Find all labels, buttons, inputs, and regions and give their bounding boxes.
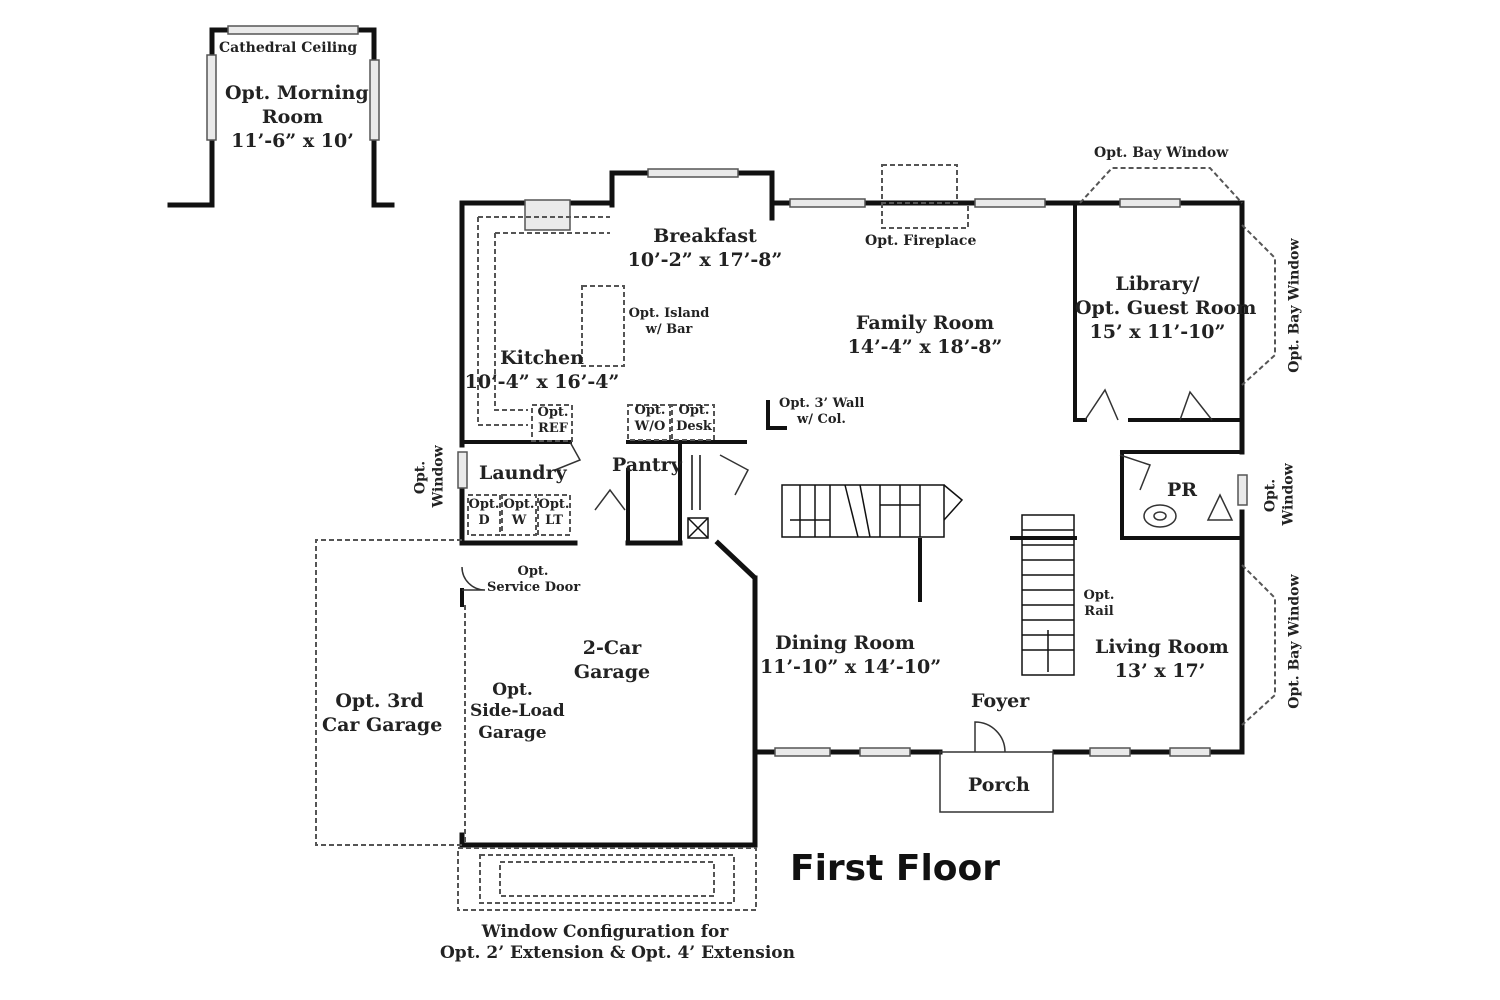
living-room-label: Living Room 13’ x 17’	[1095, 636, 1229, 684]
desk-option-line1: Opt.	[678, 403, 710, 418]
island-option-line2: w/ Bar	[645, 322, 693, 338]
porch-outline	[939, 751, 1054, 813]
page-title: First Floor	[790, 848, 1001, 889]
laundry-window-label: Opt. Window	[412, 445, 448, 508]
dining-room-name: Dining Room	[775, 632, 915, 654]
side-load-line2: Side-Load	[470, 701, 565, 722]
service-door-option-label: Opt. Service Door	[487, 564, 581, 597]
pr-window-line2: Window	[1280, 463, 1296, 526]
library-name-line1: Library/	[1115, 273, 1200, 295]
living-room-dims: 13’ x 17’	[1114, 659, 1206, 682]
garage-name-line1: 2-Car	[582, 637, 642, 659]
morning-room-dims: 11’-6” x 10’	[231, 129, 354, 152]
bay-window-library-label: Opt. Bay Window	[1286, 238, 1303, 373]
morning-room-name-line1: Opt. Morning	[225, 82, 369, 104]
desk-option-line2: Desk	[676, 419, 712, 435]
pr-window-label: Opt. Window	[1262, 463, 1298, 526]
powder-room-fixtures	[1143, 493, 1234, 528]
laundry-tub-option-label: Opt. LT	[538, 497, 570, 530]
wall-option-label: Opt. 3’ Wall w/ Col.	[779, 396, 864, 429]
library-label: Library/ Opt. Guest Room 15’ x 11’-10”	[1075, 273, 1257, 344]
wall-option-line1: Opt. 3’ Wall	[779, 396, 865, 411]
family-room-name: Family Room	[855, 312, 995, 334]
optional-outlines	[315, 164, 1276, 911]
laundry-tub-option-line1: Opt.	[538, 497, 570, 512]
dryer-option-line2: D	[478, 513, 490, 529]
ref-option-line2: REF	[538, 421, 568, 437]
windows	[206, 25, 1248, 757]
kitchen-label: Kitchen 10’-4” x 16’-4”	[462, 347, 622, 395]
dryer-option-label: Opt. D	[468, 497, 500, 530]
service-door-option-line2: Service Door	[487, 580, 581, 596]
service-door-option-line1: Opt.	[517, 564, 549, 579]
garage-name-line2: Garage	[573, 660, 651, 683]
third-garage-name-line1: Opt. 3rd	[335, 690, 424, 712]
wo-option-line1: Opt.	[634, 403, 666, 418]
morning-room-name-line2: Room	[261, 105, 324, 128]
third-garage-label: Opt. 3rd Car Garage	[322, 690, 443, 738]
side-load-line3: Garage	[478, 722, 547, 743]
stairs	[687, 455, 1075, 676]
foyer-label: Foyer	[971, 690, 1030, 712]
window-config-line1: Window Configuration for	[481, 922, 729, 942]
porch-label: Porch	[968, 774, 1030, 796]
ref-option-line1: Opt.	[537, 405, 569, 420]
dryer-option-line1: Opt.	[468, 497, 500, 512]
morning-room-ceiling-note: Cathedral Ceiling	[219, 40, 358, 56]
side-load-garage-label: Opt. Side-Load Garage	[470, 680, 565, 744]
wo-option-line2: W/O	[634, 419, 666, 435]
interior-walls	[460, 201, 1244, 607]
rail-option-label: Opt. Rail	[1078, 588, 1120, 621]
bay-window-top-label: Opt. Bay Window	[1094, 145, 1229, 161]
ref-option-label: Opt. REF	[534, 405, 572, 438]
washer-option-label: Opt. W	[502, 497, 536, 530]
breakfast-dims: 10’-2” x 17’-8”	[627, 248, 783, 271]
laundry-tub-option-line2: LT	[545, 513, 563, 529]
window-configuration-note: Window Configuration for Opt. 2’ Extensi…	[440, 922, 795, 965]
window-config-line2: Opt. 2’ Extension & Opt. 4’ Extension	[440, 943, 795, 964]
dining-room-label: Dining Room 11’-10” x 14’-10”	[760, 632, 942, 680]
laundry-window-line1: Opt.	[412, 460, 429, 495]
kitchen-name: Kitchen	[500, 347, 584, 369]
garage-label: 2-Car Garage	[572, 637, 652, 685]
washer-option-line2: W	[511, 513, 527, 529]
desk-option-label: Opt. Desk	[673, 403, 715, 436]
rail-option-line2: Rail	[1084, 604, 1114, 620]
wall-option-line2: w/ Col.	[797, 412, 846, 428]
third-garage-name-line2: Car Garage	[322, 713, 443, 736]
laundry-window-line2: Window	[430, 445, 446, 508]
breakfast-label: Breakfast 10’-2” x 17’-8”	[620, 225, 790, 273]
bay-window-living-label: Opt. Bay Window	[1286, 574, 1303, 709]
powder-room-label: PR	[1167, 479, 1198, 501]
family-room-label: Family Room 14’-4” x 18’-8”	[835, 312, 1015, 360]
door-swings	[461, 388, 1213, 753]
library-name-line2: Opt. Guest Room	[1075, 296, 1257, 319]
pr-window-line1: Opt.	[1262, 478, 1279, 513]
island-option-line1: Opt. Island	[628, 306, 710, 321]
washer-option-line1: Opt.	[503, 497, 535, 512]
dining-room-dims: 11’-10” x 14’-10”	[760, 655, 942, 678]
living-room-name: Living Room	[1095, 636, 1229, 658]
family-room-dims: 14’-4” x 18’-8”	[847, 335, 1003, 358]
wo-option-label: Opt. W/O	[629, 403, 671, 436]
island-option-label: Opt. Island w/ Bar	[628, 306, 710, 339]
rail-option-line1: Opt.	[1083, 588, 1115, 603]
morning-room-label: Opt. Morning Room 11’-6” x 10’	[225, 82, 369, 153]
breakfast-name: Breakfast	[653, 225, 757, 247]
kitchen-dims: 10’-4” x 16’-4”	[464, 370, 620, 393]
side-load-line1: Opt.	[492, 680, 533, 700]
laundry-label: Laundry	[479, 462, 567, 484]
pantry-label: Pantry	[612, 454, 682, 476]
fireplace-option-label: Opt. Fireplace	[865, 233, 977, 249]
library-dims: 15’ x 11’-10”	[1089, 320, 1226, 343]
